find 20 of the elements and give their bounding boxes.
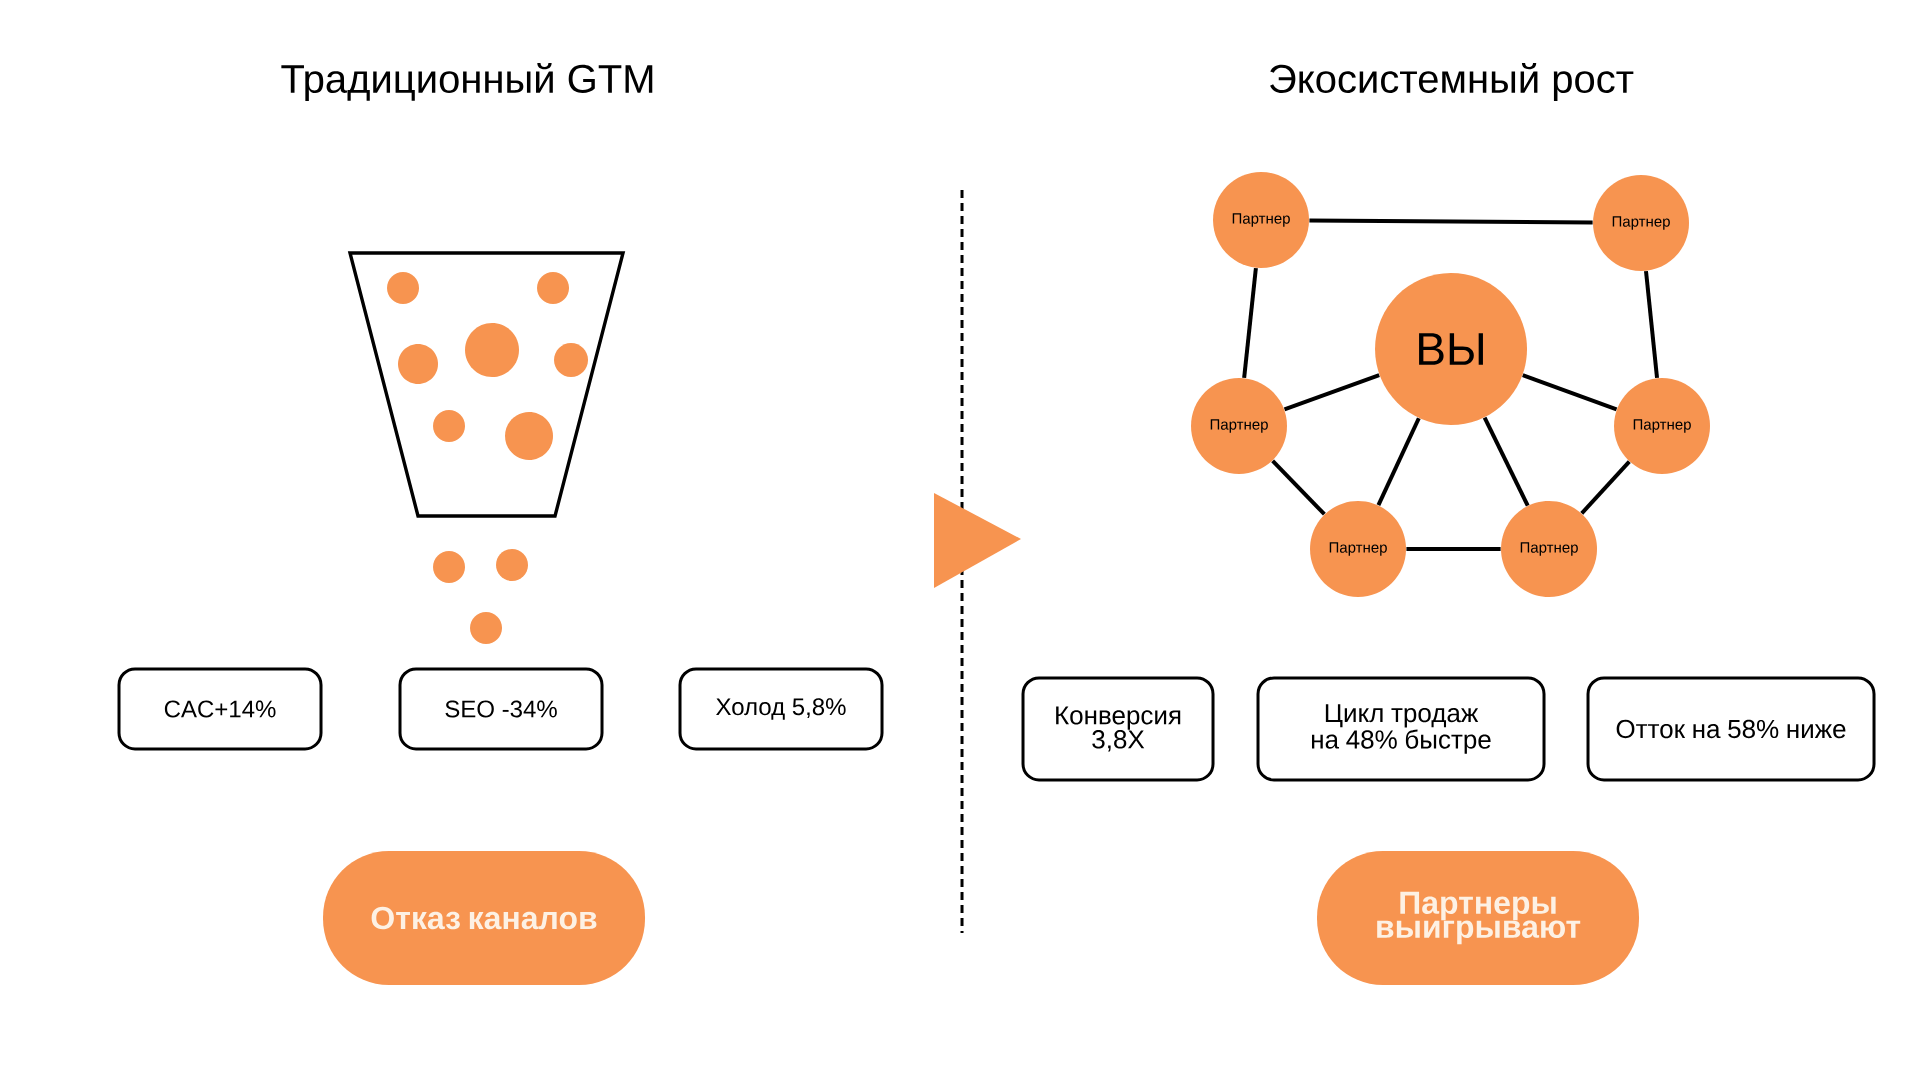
heading: Экосистемный рост xyxy=(1270,63,1634,101)
connector-line xyxy=(1309,218,1593,225)
metric-box: CAC+14% xyxy=(117,667,323,751)
connector-line xyxy=(1271,459,1326,516)
connector-line xyxy=(1580,460,1631,515)
connector-line xyxy=(1482,416,1530,507)
result-pill: Отказ каналов xyxy=(323,851,645,985)
metric-box: Холод 5,8% xyxy=(678,667,884,751)
metric-box: SEO -34% xyxy=(398,667,604,751)
connector-line xyxy=(1522,373,1618,412)
metric-box: Цикл тродаж на 48% быстре xyxy=(1256,676,1546,782)
heading: Традиционный GTM xyxy=(281,63,653,101)
metric-box: Отток на 58% ниже xyxy=(1586,676,1876,782)
result-pill: Партнеры выигрывают xyxy=(1317,851,1639,985)
connector-line xyxy=(1242,267,1258,379)
metric-box: Конверсия 3,8X xyxy=(1021,676,1215,782)
connector-line xyxy=(1283,373,1380,412)
connector-line xyxy=(1376,417,1421,506)
connector-line xyxy=(1406,547,1501,551)
connector-line xyxy=(1644,270,1660,379)
